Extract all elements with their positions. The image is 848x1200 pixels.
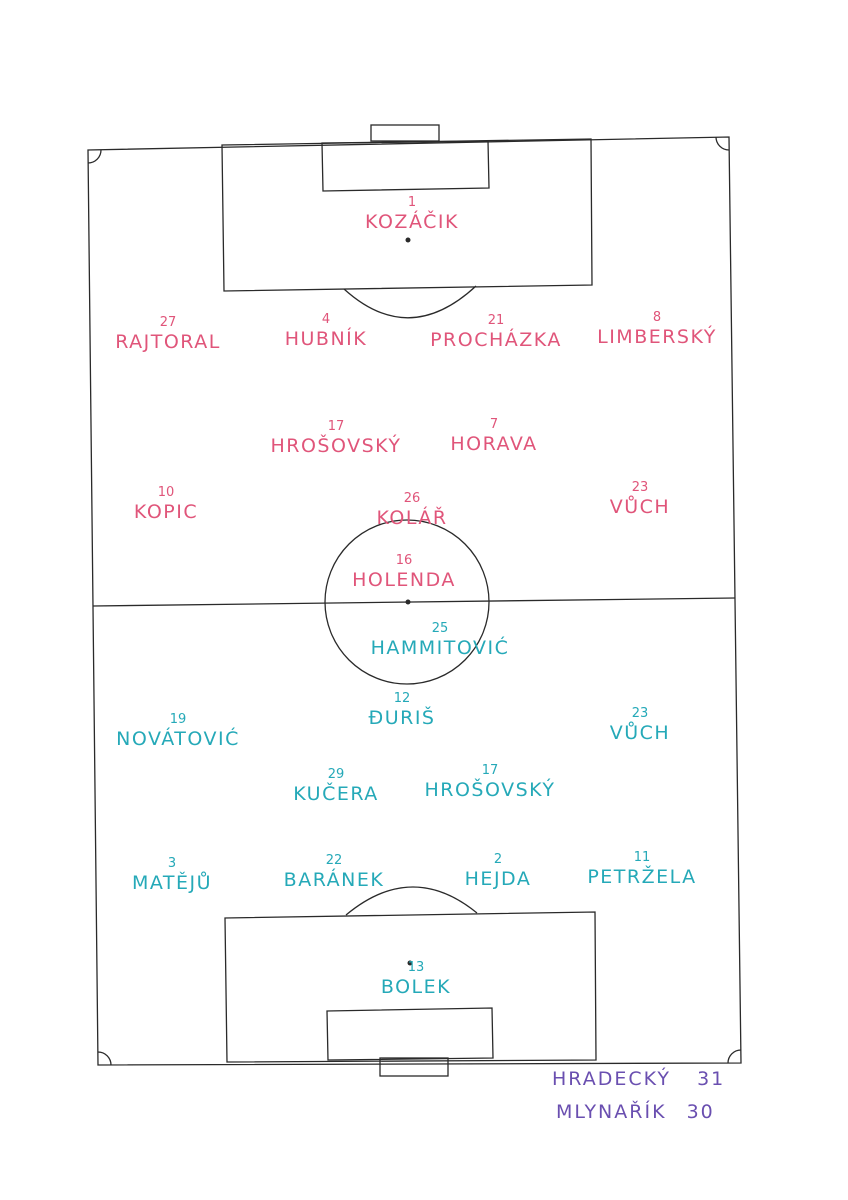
player-name: HEJDA <box>464 868 532 890</box>
bottom-goal <box>379 1057 449 1077</box>
halfway-line <box>92 597 736 607</box>
player-name: MATĚJŮ <box>131 872 213 894</box>
player-number: 1 <box>407 195 417 210</box>
player-name: KOZÁČIK <box>365 211 459 233</box>
player-number: 21 <box>487 313 505 328</box>
center-circle <box>324 519 490 685</box>
player-name: KOLÁŘ <box>376 507 448 529</box>
player-away-def-4: 11 PETRŽELA <box>587 851 696 887</box>
player-away-def-2: 22 BARÁNEK <box>284 854 385 890</box>
player-number: 3 <box>167 856 177 871</box>
player-home-mid-2: 7 HORAVA <box>450 418 537 454</box>
player-number: 2 <box>493 852 503 867</box>
player-number: 29 <box>327 767 345 782</box>
substitute-2: MLYNAŘÍK 30 <box>556 1101 715 1123</box>
top-penalty-arc <box>343 285 477 319</box>
player-number: 10 <box>157 485 175 500</box>
substitute-name: MLYNAŘÍK <box>556 1101 667 1123</box>
player-number: 17 <box>327 419 345 434</box>
player-name: RAJTORAL <box>115 331 221 353</box>
player-home-def-1: 27 RAJTORAL <box>115 316 221 352</box>
top-goal <box>370 124 440 142</box>
player-away-att-2: 12 ĐURIŠ <box>369 692 436 728</box>
player-away-def-3: 2 HEJDA <box>465 853 532 889</box>
player-number: 16 <box>395 553 413 568</box>
substitute-1: HRADECKÝ 31 <box>552 1068 725 1090</box>
player-away-gk: 13 BOLEK <box>381 961 451 997</box>
player-number: 25 <box>431 621 449 636</box>
player-number: 13 <box>407 960 425 975</box>
player-home-att-3: 23 VŮCH <box>610 481 670 517</box>
player-name: HOLENDA <box>352 569 456 591</box>
player-home-att-1: 10 KOPIC <box>134 486 198 522</box>
player-name: HORAVA <box>450 433 538 455</box>
player-name: HAMMITOVIĆ <box>370 637 510 659</box>
player-away-fw: 25 HAMMITOVIĆ <box>371 622 510 658</box>
player-home-def-2: 4 HUBNÍK <box>285 313 368 349</box>
player-name: LIMBERSKÝ <box>597 326 717 348</box>
player-name: PETRŽELA <box>587 866 697 888</box>
player-number: 22 <box>325 853 343 868</box>
player-name: VŮCH <box>609 496 671 518</box>
top-penalty-spot <box>405 237 411 243</box>
player-name: HROŠOVSKÝ <box>424 779 556 801</box>
player-number: 23 <box>631 480 649 495</box>
player-number: 26 <box>403 491 421 506</box>
player-name: ĐURIŠ <box>368 707 436 729</box>
player-home-att-2: 26 KOLÁŘ <box>376 492 447 528</box>
bottom-penalty-arc <box>345 886 478 916</box>
player-home-def-3: 21 PROCHÁZKA <box>430 314 562 350</box>
player-number: 17 <box>481 763 499 778</box>
player-home-gk: 1 KOZÁČIK <box>365 196 459 232</box>
player-away-mid-2: 17 HROŠOVSKÝ <box>424 764 555 800</box>
player-home-fw: 16 HOLENDA <box>352 554 456 590</box>
bottom-penalty-area <box>224 911 597 1063</box>
corner-arc-br <box>727 1049 742 1064</box>
player-home-def-4: 8 LIMBERSKÝ <box>597 311 717 347</box>
substitute-name: HRADECKÝ <box>552 1068 672 1090</box>
corner-arc-tr <box>715 136 730 151</box>
corner-arc-bl <box>97 1051 112 1066</box>
player-away-mid-1: 29 KUČERA <box>293 768 379 804</box>
player-name: PROCHÁZKA <box>430 329 562 351</box>
player-number: 12 <box>393 691 411 706</box>
player-away-def-1: 3 MATĚJŮ <box>132 857 212 893</box>
player-name: VŮCH <box>609 722 671 744</box>
player-name: KOPIC <box>133 501 199 523</box>
player-number: 19 <box>169 712 187 727</box>
player-home-mid-1: 17 HROŠOVSKÝ <box>270 420 401 456</box>
player-number: 4 <box>321 312 331 327</box>
substitute-number: 31 <box>697 1068 726 1090</box>
player-number: 7 <box>489 417 499 432</box>
player-name: HROŠOVSKÝ <box>270 435 402 457</box>
corner-arc-tl <box>87 149 102 164</box>
player-number: 11 <box>633 850 651 865</box>
player-name: BARÁNEK <box>283 869 385 891</box>
player-number: 8 <box>652 310 662 325</box>
player-number: 27 <box>159 315 177 330</box>
player-name: NOVÁTOVIĆ <box>116 728 240 750</box>
substitute-number: 30 <box>686 1101 715 1123</box>
bottom-goal-area <box>326 1007 494 1061</box>
pitch-outline <box>87 136 742 1066</box>
player-away-att-1: 19 NOVÁTOVIĆ <box>116 713 240 749</box>
player-number: 23 <box>631 706 649 721</box>
player-name: HUBNÍK <box>284 328 368 350</box>
player-name: BOLEK <box>380 976 452 998</box>
top-goal-area <box>321 140 490 192</box>
bottom-penalty-spot <box>407 960 413 966</box>
player-away-att-3: 23 VŮCH <box>610 707 670 743</box>
center-spot <box>405 599 411 605</box>
player-name: KUČERA <box>293 783 379 805</box>
